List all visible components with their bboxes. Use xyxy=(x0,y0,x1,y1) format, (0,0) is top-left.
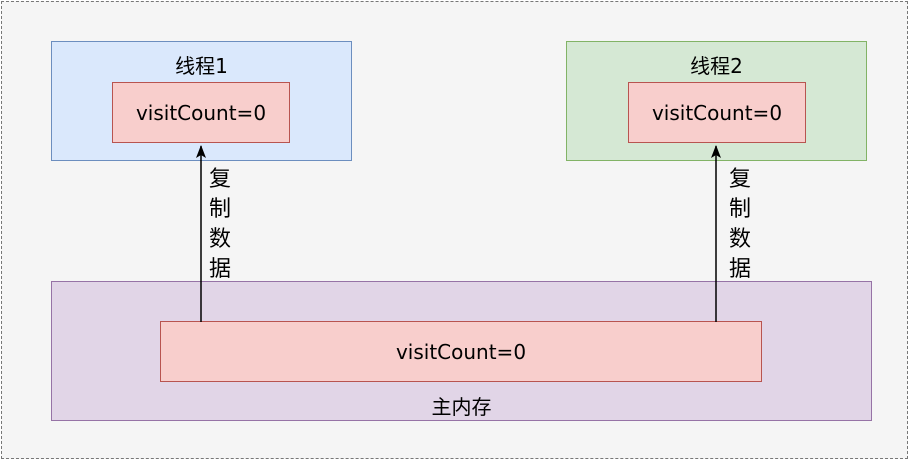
main-memory-title: 主内存 xyxy=(431,395,492,419)
copy-char: 据 xyxy=(208,257,231,282)
main-memory-visitcount: visitCount=0 xyxy=(160,321,762,382)
copy-char: 复 xyxy=(208,167,231,192)
thread1-visitcount: visitCount=0 xyxy=(112,82,290,143)
copy-char: 复 xyxy=(728,167,751,192)
thread1-title: 线程1 xyxy=(175,54,228,78)
copy-label-left: 复 制 数 据 xyxy=(205,165,235,285)
copy-char: 制 xyxy=(728,197,751,222)
thread2-visitcount: visitCount=0 xyxy=(628,82,806,143)
copy-char: 据 xyxy=(728,257,751,282)
thread2-title: 线程2 xyxy=(690,54,743,78)
copy-char: 数 xyxy=(728,227,751,252)
copy-label-right: 复 制 数 据 xyxy=(725,165,755,285)
copy-char: 制 xyxy=(208,197,231,222)
copy-char: 数 xyxy=(208,227,231,252)
